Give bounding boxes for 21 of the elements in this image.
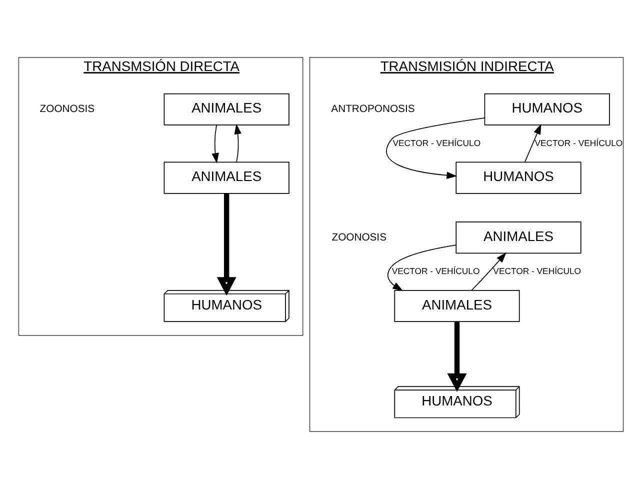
label: ZOONOSIS [40,104,95,115]
arrow [216,192,236,296]
label: ANTROPONOSIS [331,104,415,115]
node-box: HUMANOS [484,92,610,125]
edge-label: VECTOR - VEHÍCULO [392,265,480,276]
node-box: ANIMALES [456,221,582,254]
node-box: ANIMALES [164,161,290,194]
label: ZOONOSIS [332,232,386,243]
node-box: ANIMALES [394,289,520,322]
edge-label: VECTOR - VEHÍCULO [392,137,481,148]
arrow [212,124,219,163]
arrow [386,117,486,178]
edge-label: VECTOR - VEHÍCULO [534,137,623,148]
arrow [234,123,242,162]
node-box: HUMANOS [456,161,582,194]
edge-label: VECTOR - VEHÍCULO [493,265,582,276]
arrow [387,244,456,290]
arrow [447,321,467,392]
arrow [524,123,542,162]
node-box: ANIMALES [164,92,290,125]
arrow [471,252,506,290]
